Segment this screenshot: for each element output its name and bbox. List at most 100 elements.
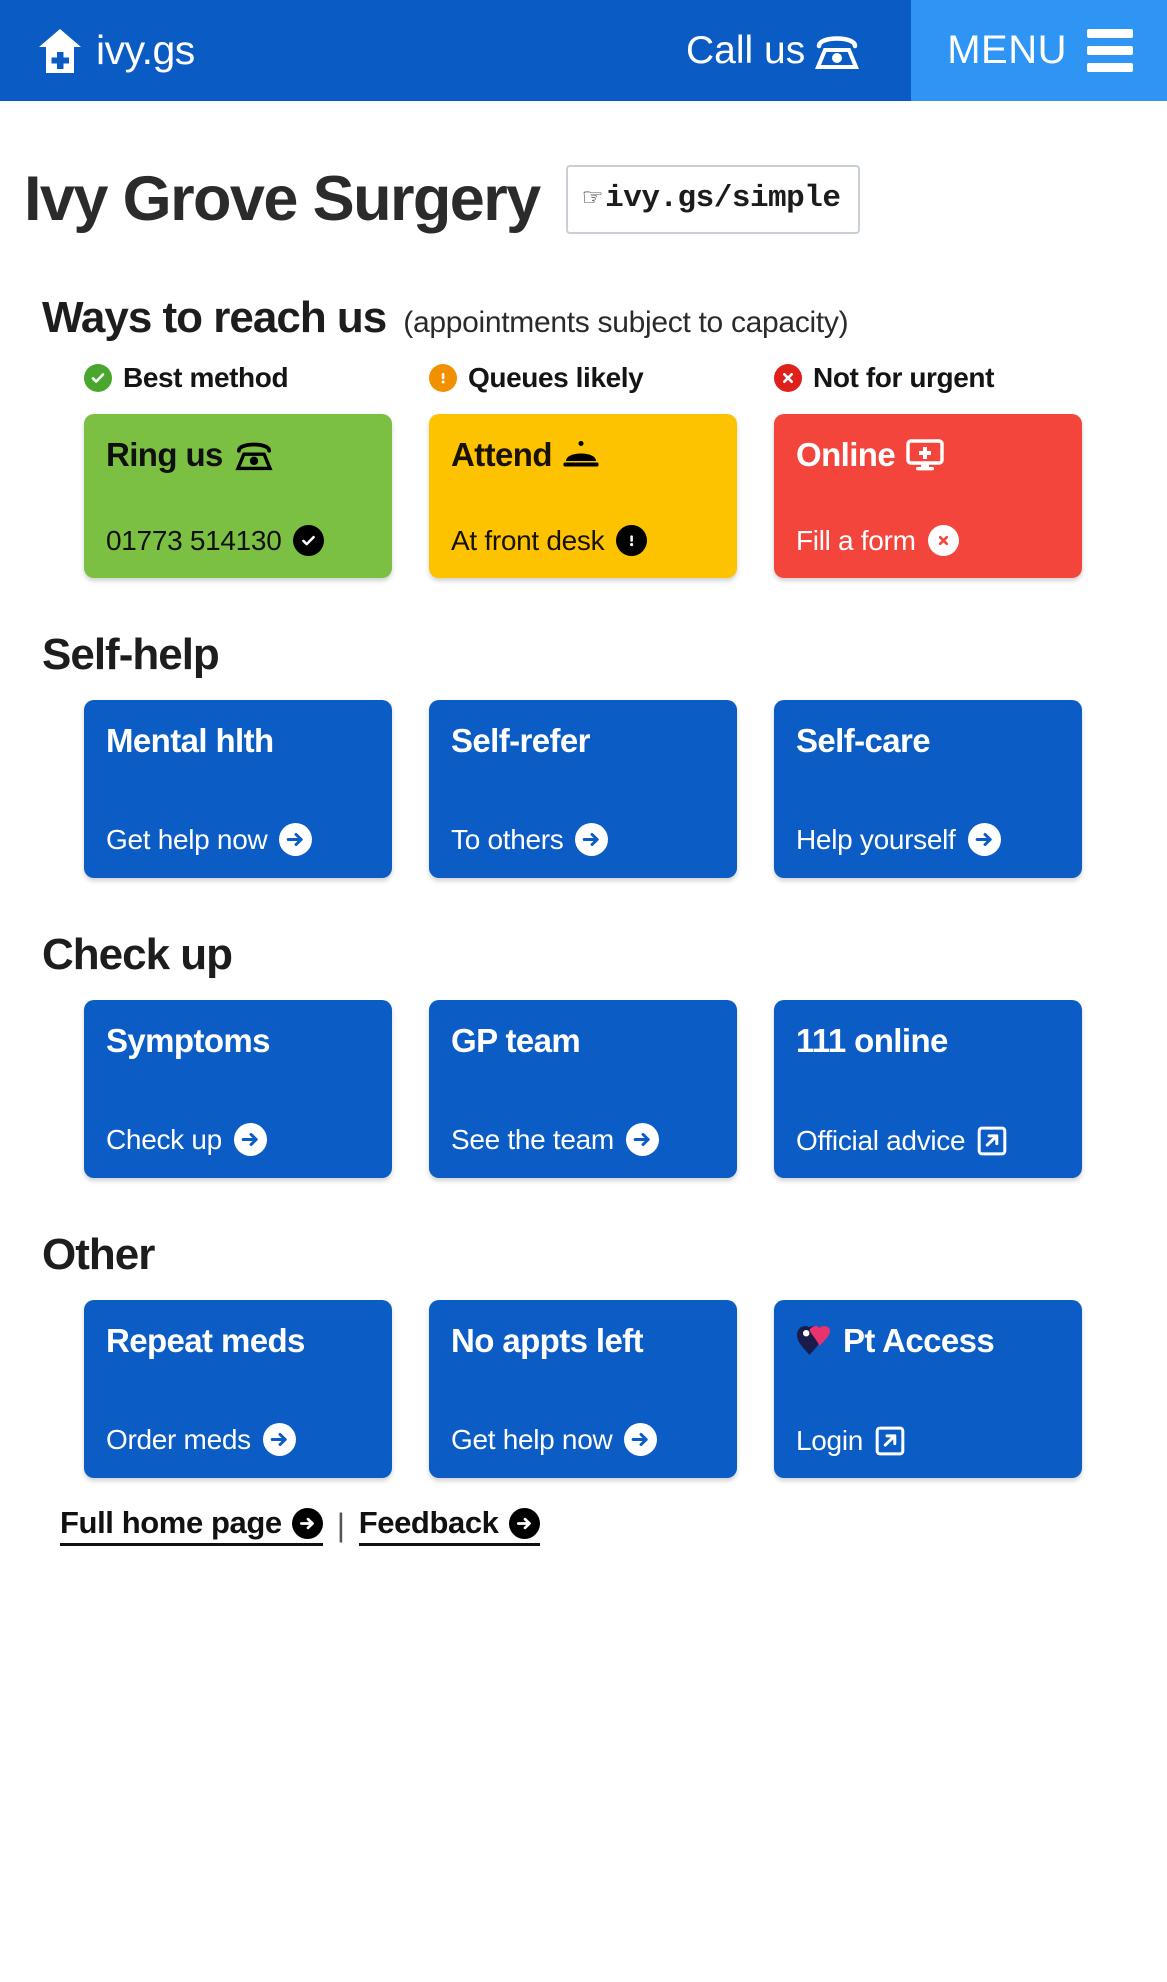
card-title: Self-care bbox=[796, 722, 931, 759]
card-title-row: 111 online bbox=[796, 1022, 1060, 1059]
selfhelp-section-heading: Self-help bbox=[42, 630, 1129, 680]
arrow-right-circle-icon bbox=[967, 823, 1001, 856]
telephone-icon bbox=[234, 439, 274, 471]
call-us-button[interactable]: Call us bbox=[686, 0, 911, 101]
cross-circle-icon bbox=[774, 364, 802, 392]
status-label: Queues likely bbox=[468, 362, 644, 393]
short-url-badge[interactable]: ☞ ivy.gs/simple bbox=[565, 164, 861, 234]
service-bell-icon bbox=[563, 440, 599, 470]
arrow-right-circle-icon bbox=[625, 1123, 659, 1156]
brand-logo[interactable]: ivy.gs bbox=[0, 0, 195, 101]
full-home-page-link[interactable]: Full home page bbox=[60, 1505, 323, 1546]
card-title-row: Mental hlth bbox=[106, 723, 370, 759]
selfhelp-card-row: Mental hlth Get help now Self-refer To o… bbox=[24, 700, 1129, 878]
arrow-right-circle-icon bbox=[291, 1507, 323, 1539]
card-patient-access[interactable]: Pt Access Login bbox=[774, 1300, 1082, 1478]
card-title-row: GP team bbox=[451, 1023, 715, 1059]
card-self-refer[interactable]: Self-refer To others bbox=[429, 700, 737, 878]
brand-name: ivy.gs bbox=[96, 27, 195, 73]
status-queues-likely: Queues likely bbox=[429, 362, 737, 394]
card-sub-label: Order meds bbox=[106, 1423, 251, 1455]
patient-access-logo bbox=[796, 1324, 832, 1358]
arrow-right-circle-icon bbox=[233, 1123, 267, 1156]
card-symptoms[interactable]: Symptoms Check up bbox=[84, 1000, 392, 1178]
full-home-page-label: Full home page bbox=[60, 1505, 282, 1540]
card-attend[interactable]: Attend At front desk bbox=[429, 414, 737, 578]
feedback-link[interactable]: Feedback bbox=[358, 1505, 540, 1546]
card-title: Symptoms bbox=[106, 1022, 271, 1059]
home-cross-icon bbox=[38, 28, 82, 74]
card-title: Attend bbox=[451, 436, 552, 473]
card-sub-label: Help yourself bbox=[796, 823, 956, 855]
card-repeat-meds[interactable]: Repeat meds Order meds bbox=[84, 1300, 392, 1478]
arrow-right-circle-icon bbox=[508, 1507, 540, 1539]
card-title-row: Self-refer bbox=[451, 722, 715, 759]
feedback-label: Feedback bbox=[358, 1505, 499, 1540]
monitor-plus-icon bbox=[906, 439, 944, 471]
page-title-row: Ivy Grove Surgery ☞ ivy.gs/simple bbox=[24, 163, 1129, 235]
card-sub-row: At front desk bbox=[451, 525, 715, 556]
card-111-online[interactable]: 111 online Official advice bbox=[774, 1000, 1082, 1178]
page-title: Ivy Grove Surgery bbox=[24, 164, 541, 234]
status-best-method: Best method bbox=[84, 362, 392, 394]
card-sub-row: See the team bbox=[451, 1123, 715, 1156]
card-title: Online bbox=[796, 436, 896, 473]
card-sub-row: 01773 514130 bbox=[106, 525, 370, 556]
check-badge-icon bbox=[293, 525, 325, 556]
card-title: No appts left bbox=[451, 1322, 644, 1359]
card-title-row: Symptoms bbox=[106, 1022, 370, 1059]
card-mental-health[interactable]: Mental hlth Get help now bbox=[84, 700, 392, 878]
card-sub-row: Get help now bbox=[451, 1423, 715, 1456]
pointing-hand-icon: ☞ bbox=[583, 182, 602, 217]
reach-note: (appointments subject to capacity) bbox=[403, 306, 849, 339]
reach-heading: Ways to reach us bbox=[42, 293, 387, 342]
card-title: Repeat meds bbox=[106, 1322, 305, 1359]
card-sub-label: Login bbox=[796, 1425, 864, 1457]
footer-separator: | bbox=[336, 1507, 345, 1543]
card-title-row: Online bbox=[796, 436, 1060, 473]
status-label: Best method bbox=[123, 362, 289, 393]
card-sub-row: Check up bbox=[106, 1123, 370, 1156]
card-self-care[interactable]: Self-care Help yourself bbox=[774, 700, 1082, 878]
card-title: Pt Access bbox=[843, 1322, 995, 1359]
status-not-for-urgent: Not for urgent bbox=[774, 362, 1082, 394]
card-sub-row: To others bbox=[451, 823, 715, 856]
checkup-card-row: Symptoms Check up GP team See the team bbox=[24, 1000, 1129, 1178]
card-title: Self-refer bbox=[451, 722, 591, 759]
external-link-icon bbox=[875, 1426, 905, 1456]
card-title-row: Pt Access bbox=[796, 1322, 1060, 1359]
call-us-label: Call us bbox=[686, 28, 806, 72]
card-online[interactable]: Online Fill a form bbox=[774, 414, 1082, 578]
card-gp-team[interactable]: GP team See the team bbox=[429, 1000, 737, 1178]
menu-label: MENU bbox=[947, 28, 1067, 72]
section-heading: Check up bbox=[42, 930, 233, 979]
arrow-right-circle-icon bbox=[575, 823, 609, 856]
card-sub-row: Fill a form bbox=[796, 525, 1060, 556]
card-sub-label: Official advice bbox=[796, 1125, 966, 1157]
card-sub-row: Help yourself bbox=[796, 823, 1060, 856]
card-sub-label: To others bbox=[451, 823, 564, 855]
card-sub-label: At front desk bbox=[451, 524, 605, 556]
check-circle-icon bbox=[84, 364, 112, 392]
arrow-right-circle-icon bbox=[624, 1423, 658, 1456]
telephone-icon bbox=[815, 32, 860, 70]
card-sub-label: See the team bbox=[451, 1123, 614, 1155]
status-label: Not for urgent bbox=[813, 362, 995, 393]
reach-card-row: Ring us 01773 514130 Attend bbox=[24, 414, 1129, 578]
site-header: ivy.gs Call us MENU bbox=[0, 0, 1167, 101]
card-sub-row: Official advice bbox=[796, 1126, 1060, 1156]
card-title-row: Attend bbox=[451, 436, 715, 473]
card-title: 111 online bbox=[796, 1022, 948, 1059]
reach-section-heading: Ways to reach us (appointments subject t… bbox=[42, 293, 1129, 343]
card-sub-label: Fill a form bbox=[796, 524, 916, 556]
card-title-row: Ring us bbox=[106, 437, 370, 473]
reach-status-row: Best method Queues likely Not for urgent bbox=[24, 362, 1129, 394]
card-ring-us[interactable]: Ring us 01773 514130 bbox=[84, 414, 392, 578]
card-title-row: No appts left bbox=[451, 1322, 715, 1359]
menu-button[interactable]: MENU bbox=[911, 0, 1167, 101]
section-heading: Other bbox=[42, 1230, 155, 1279]
cross-badge-icon bbox=[927, 525, 959, 556]
card-title-row: Self-care bbox=[796, 722, 1060, 759]
card-no-appts-left[interactable]: No appts left Get help now bbox=[429, 1300, 737, 1478]
arrow-right-circle-icon bbox=[262, 1423, 296, 1456]
